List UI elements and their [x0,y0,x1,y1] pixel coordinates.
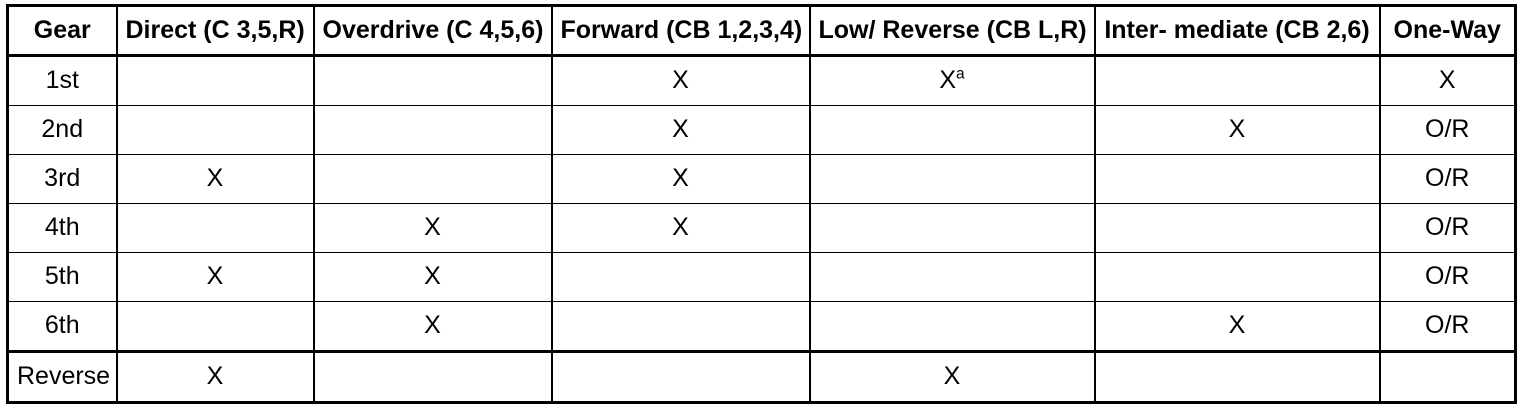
cell-direct [115,301,315,352]
cell-one-way: O/R [1378,252,1517,302]
table-row: 1st X Xa X [6,55,1517,106]
cell-direct: X [115,154,315,204]
cell-low-reverse [808,154,1096,204]
column-header-one-way: One-Way [1378,5,1517,57]
column-header-overdrive: Overdrive (C 4,5,6) [312,5,553,57]
cell-low-reverse-value: X [939,66,957,95]
footnote-marker-a: a [956,65,965,83]
gear-application-table: Gear Direct (C 3,5,R) Overdrive (C 4,5,6… [6,4,1517,404]
cell-intermediate: X [1093,301,1381,352]
column-header-forward: Forward (CB 1,2,3,4) [550,5,811,57]
cell-intermediate [1093,55,1381,106]
cell-direct: X [115,252,315,302]
table-header-row: Gear Direct (C 3,5,R) Overdrive (C 4,5,6… [6,5,1517,57]
column-header-low-reverse: Low/ Reverse (CB L,R) [808,5,1096,57]
cell-intermediate: X [1093,105,1381,155]
cell-overdrive [312,55,553,106]
cell-gear: Reverse [6,350,118,403]
cell-overdrive: X [312,252,553,302]
cell-low-reverse [808,252,1096,302]
cell-direct: X [115,350,315,403]
cell-gear: 3rd [6,154,118,204]
cell-one-way: O/R [1378,105,1517,155]
table-row: 4th X X O/R [6,203,1517,253]
table-row: Reverse X X [6,350,1517,403]
cell-gear: 2nd [6,105,118,155]
table-row: 3rd X X O/R [6,154,1517,204]
cell-direct [115,105,315,155]
cell-forward [550,252,811,302]
cell-direct [115,203,315,253]
cell-low-reverse [808,301,1096,352]
cell-overdrive [312,350,553,403]
cell-overdrive: X [312,203,553,253]
cell-low-reverse [808,105,1096,155]
cell-intermediate [1093,252,1381,302]
table-body: 1st X Xa X 2nd X X O/R 3rd X [6,55,1517,403]
cell-forward: X [550,203,811,253]
cell-low-reverse: X [808,350,1096,403]
cell-intermediate [1093,154,1381,204]
cell-overdrive [312,105,553,155]
cell-overdrive: X [312,301,553,352]
cell-intermediate [1093,203,1381,253]
table-row: 5th X X O/R [6,252,1517,302]
cell-intermediate [1093,350,1381,403]
cell-forward: X [550,55,811,106]
cell-one-way: O/R [1378,154,1517,204]
cell-one-way: O/R [1378,203,1517,253]
cell-direct [115,55,315,106]
column-header-gear: Gear [6,5,118,57]
table-row: 6th X X O/R [6,301,1517,352]
cell-gear: 1st [6,55,118,106]
cell-forward [550,301,811,352]
table-row: 2nd X X O/R [6,105,1517,155]
cell-forward: X [550,105,811,155]
cell-forward: X [550,154,811,204]
cell-low-reverse: Xa [808,55,1096,106]
cell-one-way [1378,350,1517,403]
cell-gear: 4th [6,203,118,253]
cell-one-way: O/R [1378,301,1517,352]
cell-low-reverse [808,203,1096,253]
table-header: Gear Direct (C 3,5,R) Overdrive (C 4,5,6… [6,5,1517,57]
cell-overdrive [312,154,553,204]
cell-forward [550,350,811,403]
cell-one-way: X [1378,55,1517,106]
column-header-intermediate: Inter- mediate (CB 2,6) [1093,5,1381,57]
column-header-direct: Direct (C 3,5,R) [115,5,315,57]
cell-gear: 5th [6,252,118,302]
cell-gear: 6th [6,301,118,352]
